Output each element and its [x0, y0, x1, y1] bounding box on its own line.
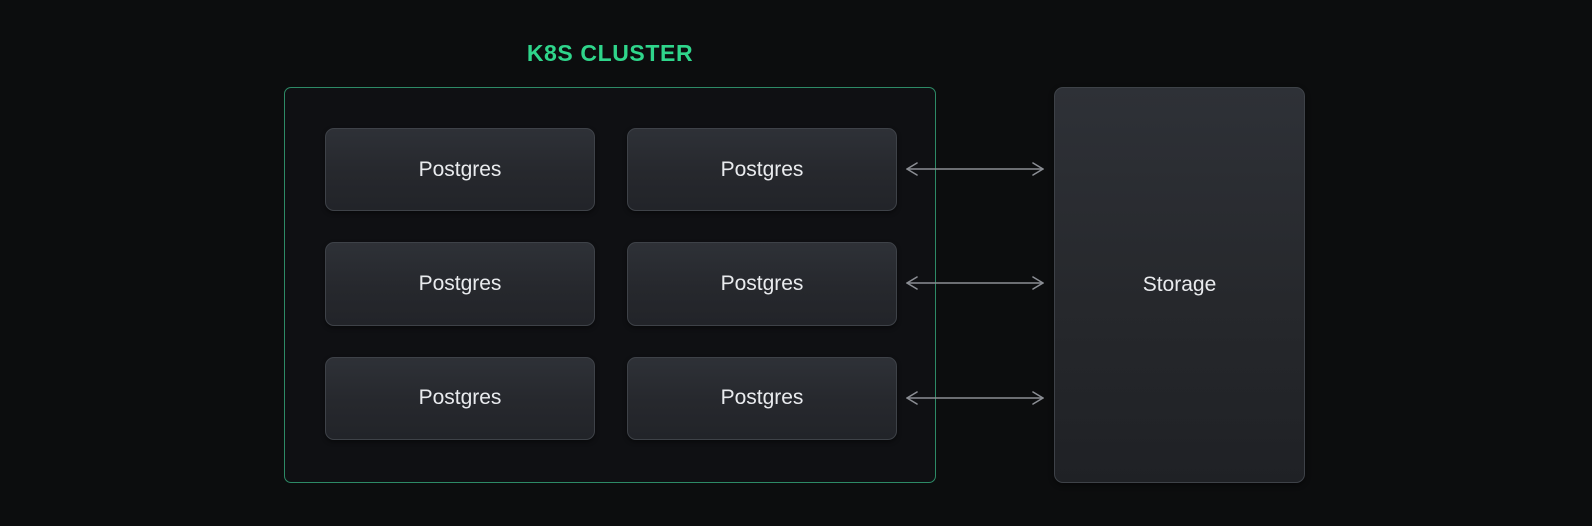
bidirectional-arrow-icon [902, 275, 1048, 291]
postgres-node-label: Postgres [418, 386, 502, 410]
postgres-node-label: Postgres [418, 157, 502, 181]
bidirectional-arrow-icon [902, 390, 1048, 406]
postgres-node: Postgres [325, 242, 595, 326]
postgres-node-label: Postgres [418, 271, 502, 295]
bidirectional-arrow-icon [902, 161, 1048, 177]
postgres-node-label: Postgres [720, 386, 804, 410]
postgres-node: Postgres [627, 356, 897, 440]
storage-node: Storage [1054, 87, 1305, 483]
postgres-node-label: Postgres [720, 271, 804, 295]
postgres-node: Postgres [325, 356, 595, 440]
k8s-cluster-container: Postgres Postgres Postgres Postgres Post… [284, 87, 936, 483]
cluster-title: K8S CLUSTER [526, 40, 694, 66]
storage-node-label: Storage [1142, 273, 1217, 296]
postgres-node-label: Postgres [720, 157, 804, 181]
postgres-node: Postgres [627, 128, 897, 212]
postgres-node: Postgres [325, 128, 595, 212]
postgres-node: Postgres [627, 242, 897, 326]
